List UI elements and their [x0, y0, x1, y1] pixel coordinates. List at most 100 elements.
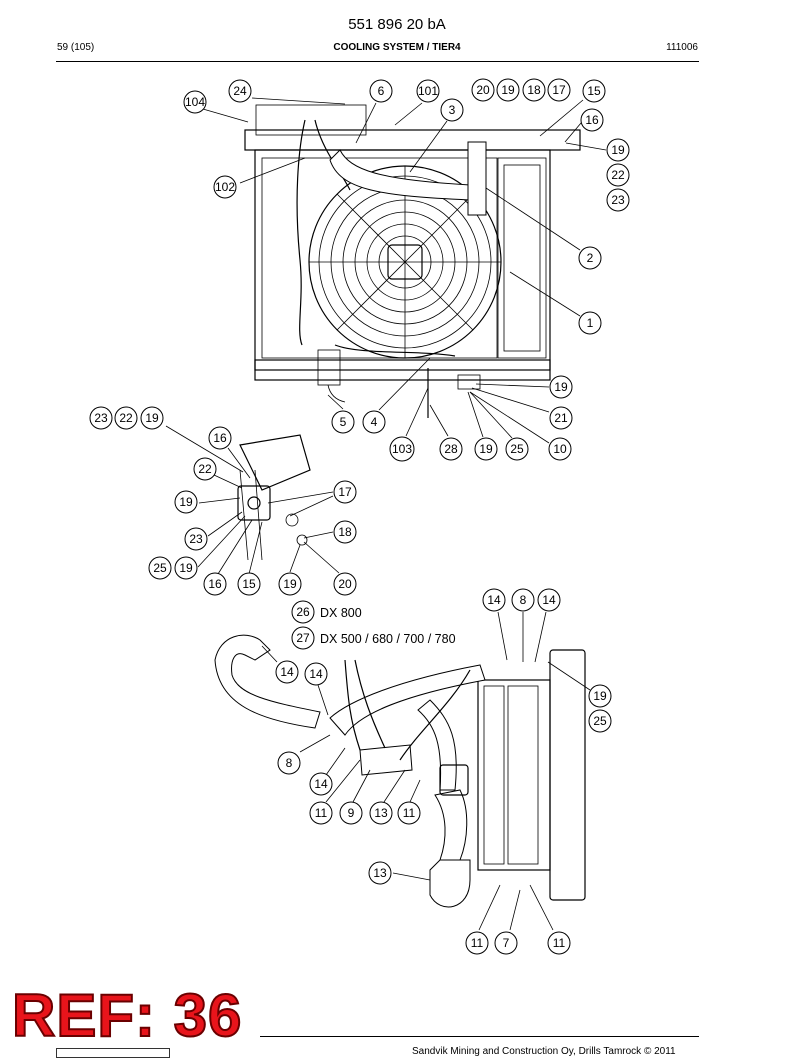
callout-top-22: 103 [389, 436, 415, 462]
svg-text:3: 3 [449, 103, 456, 117]
callout-top-14: 102 [213, 175, 237, 199]
callout-mid-0: 23 [89, 406, 113, 430]
svg-text:19: 19 [283, 577, 297, 591]
callout-bot-8: 14 [309, 772, 333, 796]
callout-mid-3: 16 [208, 426, 232, 450]
svg-text:101: 101 [418, 84, 438, 98]
callout-bot-12: 9 [339, 801, 363, 825]
callout-bot-5: 14 [304, 662, 328, 686]
callout-top-24: 19 [474, 437, 498, 461]
callout-top-16: 1 [578, 311, 602, 335]
radiator-assembly-view [244, 104, 581, 418]
svg-text:19: 19 [179, 495, 193, 509]
callout-bot-0: 26 [291, 600, 315, 624]
svg-text:14: 14 [280, 665, 294, 679]
callout-bot-2: 14 [275, 660, 299, 684]
callout-top-6: 19 [496, 78, 520, 102]
svg-text:8: 8 [286, 756, 293, 770]
svg-text:11: 11 [403, 806, 416, 820]
callout-top-19: 10 [548, 437, 572, 461]
svg-text:27: 27 [296, 631, 310, 645]
callout-bot-7: 8 [277, 751, 301, 775]
callout-mid-10: 19 [174, 556, 198, 580]
callout-bot-11: 11 [309, 801, 333, 825]
svg-text:28: 28 [444, 442, 458, 456]
callout-top-12: 22 [606, 163, 630, 187]
svg-text:16: 16 [208, 577, 222, 591]
hose-routing-view [214, 634, 586, 908]
callout-bot-1: 27 [291, 626, 315, 650]
svg-text:25: 25 [593, 714, 607, 728]
section-title: COOLING SYSTEM / TIER4 [333, 42, 461, 53]
callout-top-15: 2 [578, 246, 602, 270]
leader-lines-bottom [261, 611, 591, 931]
callout-top-10: 16 [580, 108, 604, 132]
svg-text:14: 14 [487, 593, 501, 607]
callout-mid-13: 19 [278, 572, 302, 596]
svg-text:4: 4 [371, 415, 378, 429]
callout-bot-9: 19 [588, 684, 612, 708]
svg-text:103: 103 [392, 442, 412, 456]
callout-mid-9: 25 [148, 556, 172, 580]
callout-mid-1: 22 [114, 406, 138, 430]
svg-text:9: 9 [348, 806, 355, 820]
callout-top-21: 4 [362, 410, 386, 434]
callout-bot-13: 13 [369, 801, 393, 825]
svg-text:19: 19 [479, 442, 493, 456]
svg-text:18: 18 [527, 83, 541, 97]
callout-mid-14: 20 [333, 572, 357, 596]
svg-text:5: 5 [340, 415, 347, 429]
svg-text:11: 11 [553, 936, 566, 950]
callout-mid-8: 23 [184, 527, 208, 551]
callout-top-13: 23 [606, 188, 630, 212]
svg-text:15: 15 [587, 84, 601, 98]
svg-text:7: 7 [503, 936, 510, 950]
header-rule [56, 61, 699, 62]
bracket-detail-view [165, 425, 340, 575]
callout-bot-17: 7 [494, 931, 518, 955]
leader-lines-top [195, 97, 607, 444]
callout-bot-10: 25 [588, 709, 612, 733]
callout-bot-16: 11 [465, 931, 489, 955]
document-code: 111006 [666, 42, 698, 53]
callout-top-3: 101 [416, 79, 440, 103]
callout-top-11: 19 [606, 138, 630, 162]
callout-mid-5: 19 [174, 490, 198, 514]
svg-text:13: 13 [374, 806, 388, 820]
svg-text:26: 26 [296, 605, 310, 619]
svg-text:102: 102 [215, 180, 235, 194]
callout-top-25: 25 [505, 437, 529, 461]
callout-mid-2: 19 [140, 406, 164, 430]
callout-bot-4: 14 [482, 588, 506, 612]
svg-text:20: 20 [476, 83, 490, 97]
document-number: 551 896 20 bA [348, 16, 446, 33]
svg-text:23: 23 [94, 411, 108, 425]
svg-text:23: 23 [189, 532, 203, 546]
svg-text:25: 25 [510, 442, 524, 456]
callout-mid-4: 22 [193, 457, 217, 481]
svg-text:17: 17 [552, 83, 566, 97]
svg-text:8: 8 [520, 593, 527, 607]
callout-bot-18: 11 [547, 931, 571, 955]
svg-text:22: 22 [198, 462, 212, 476]
callout-top-0: 24 [228, 79, 252, 103]
svg-text:19: 19 [593, 689, 607, 703]
svg-text:19: 19 [179, 561, 193, 575]
svg-text:19: 19 [501, 83, 515, 97]
svg-text:22: 22 [119, 411, 133, 425]
svg-text:10: 10 [553, 442, 567, 456]
svg-text:11: 11 [315, 806, 328, 820]
svg-text:22: 22 [611, 168, 625, 182]
callout-bot-3: 8 [511, 588, 535, 612]
svg-text:13: 13 [373, 866, 387, 880]
sandvik-logo [56, 1048, 170, 1058]
svg-text:2: 2 [587, 251, 594, 265]
callout-bot-14: 11 [397, 801, 421, 825]
callout-mid-11: 16 [203, 572, 227, 596]
variant-dx800: DX 800 [320, 606, 362, 620]
callout-mid-7: 18 [333, 520, 357, 544]
svg-text:16: 16 [585, 113, 599, 127]
svg-text:15: 15 [242, 577, 256, 591]
callout-bot-15: 13 [368, 861, 392, 885]
svg-text:18: 18 [338, 525, 352, 539]
